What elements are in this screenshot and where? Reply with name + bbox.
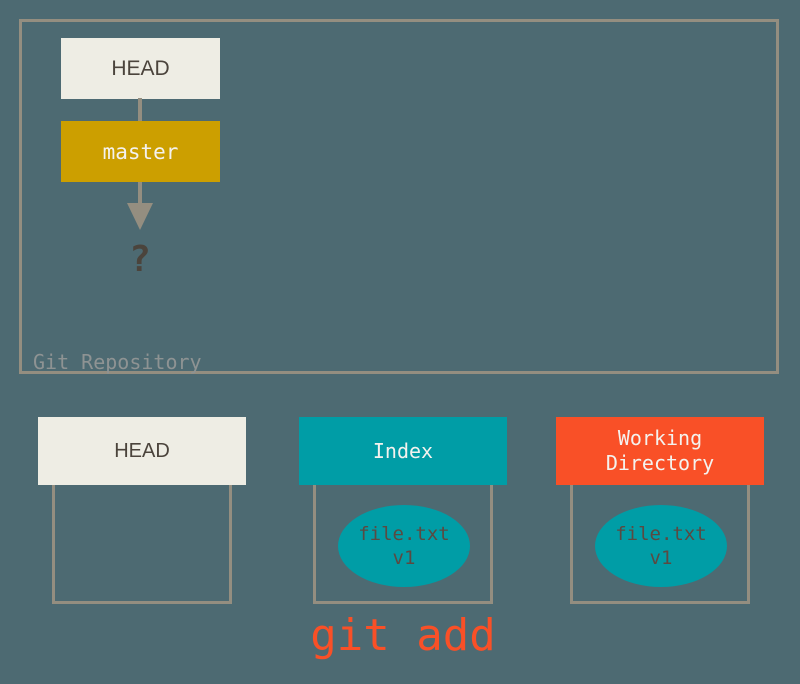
- area-index-title-label: Index: [372, 439, 434, 463]
- area-head-title-label: HEAD: [114, 439, 170, 462]
- area-index-body: file.txt v1: [313, 479, 493, 604]
- area-working-directory-file-blob: file.txt v1: [595, 505, 727, 587]
- area-working-directory-file-name: file.txt: [615, 523, 707, 545]
- area-head-title: HEAD: [38, 417, 246, 485]
- head-to-master-connector: [138, 98, 142, 122]
- area-index-file-name: file.txt: [358, 523, 450, 545]
- area-head: HEAD: [38, 417, 246, 604]
- area-index-title: Index: [299, 417, 507, 485]
- repo-node-head: HEAD: [61, 38, 220, 99]
- area-working-directory-title: Working Directory: [556, 417, 764, 485]
- unknown-commit-question-mark: ?: [129, 239, 151, 280]
- area-index-file-version: v1: [392, 547, 416, 569]
- area-working-directory-title-line1: Working: [617, 426, 703, 450]
- git-repository-label: Git Repository: [33, 350, 202, 374]
- area-working-directory: Working Directory file.txt v1: [556, 417, 764, 604]
- repo-node-master: master: [61, 121, 220, 182]
- area-index: Index file.txt v1: [299, 417, 507, 604]
- area-index-file-blob: file.txt v1: [338, 505, 470, 587]
- area-working-directory-file-version: v1: [649, 547, 673, 569]
- master-to-commit-arrow-shaft: [138, 182, 142, 208]
- area-working-directory-body: file.txt v1: [570, 479, 750, 604]
- command-caption: git add: [310, 610, 496, 661]
- master-to-commit-arrow-head-icon: [127, 203, 153, 230]
- area-working-directory-title-line2: Directory: [605, 451, 715, 475]
- repo-node-master-label: master: [102, 139, 179, 164]
- area-head-body: [52, 479, 232, 604]
- git-repository-container: [19, 19, 779, 374]
- repo-node-head-label: HEAD: [111, 56, 170, 80]
